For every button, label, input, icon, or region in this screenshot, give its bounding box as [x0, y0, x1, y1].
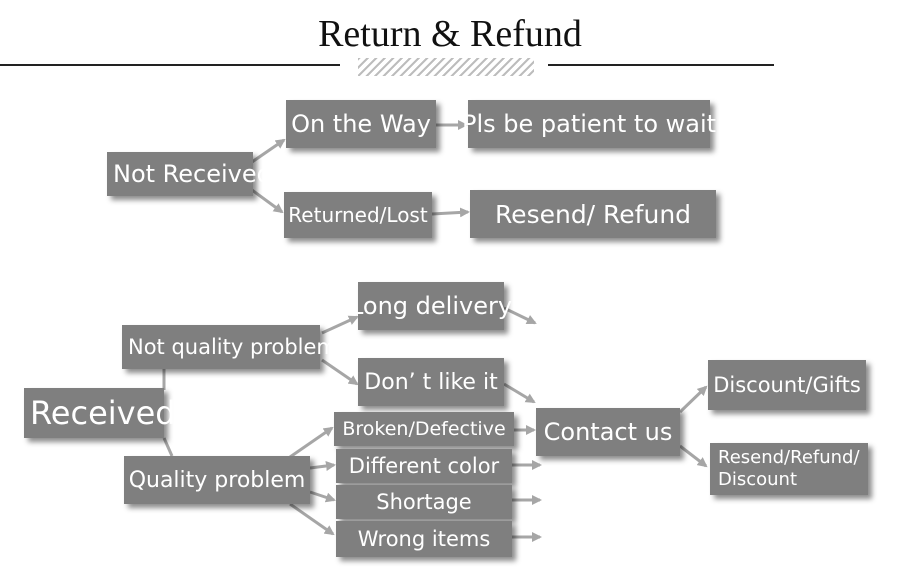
- arrow-returned-lost-to-resend-refund: [431, 207, 470, 218]
- node-received: Received: [24, 388, 176, 438]
- arrow-quality-to-color: [309, 461, 336, 471]
- node-be-patient: Pls be patient to wait: [462, 100, 716, 148]
- arrow-not-quality-to-long-delivery: [321, 315, 359, 335]
- node-not-received: Not Received: [107, 152, 272, 196]
- arrow-dont-like-to-contact: [503, 382, 536, 404]
- arrow-quality-to-broken: [289, 426, 334, 459]
- title-rule-right: [548, 64, 774, 66]
- arrow-contact-to-discount: [678, 385, 708, 414]
- title-hatch-decoration: [358, 58, 534, 76]
- arrow-quality-to-shortage: [309, 490, 336, 503]
- node-resend-refund: Resend/ Refund: [470, 190, 716, 238]
- node-broken-defective: Broken/Defective: [334, 412, 514, 446]
- link-received-to-quality: [162, 437, 174, 457]
- node-dont-like-it: Don’ t like it: [358, 358, 504, 406]
- node-different-color: Different color: [336, 449, 512, 483]
- node-returned-lost: Returned/Lost: [284, 192, 432, 238]
- node-wrong-items: Wrong items: [336, 521, 512, 557]
- arrow-not-received-to-on-the-way: [251, 138, 286, 164]
- node-resend-refund-discount: Resend/Refund/ Discount: [710, 443, 868, 495]
- node-on-the-way: On the Way: [286, 100, 436, 148]
- node-contact-us: Contact us: [536, 408, 680, 456]
- node-shortage: Shortage: [336, 485, 512, 519]
- node-discount-gifts: Discount/Gifts: [708, 360, 866, 410]
- node-not-quality-problem: Not quality problem: [122, 325, 337, 369]
- node-long-delivery: Long delivery: [350, 282, 512, 330]
- title-rule-left: [0, 64, 340, 66]
- arrow-not-received-to-returned-lost: [251, 188, 284, 214]
- page-title: Return & Refund: [318, 13, 582, 55]
- node-quality-problem: Quality problem: [124, 456, 310, 504]
- arrow-long-delivery-out: [503, 306, 537, 325]
- arrow-contact-to-resend-refund-discount: [679, 444, 708, 468]
- arrow-not-quality-to-dont-like: [321, 358, 359, 386]
- arrow-quality-to-wrong: [289, 502, 335, 536]
